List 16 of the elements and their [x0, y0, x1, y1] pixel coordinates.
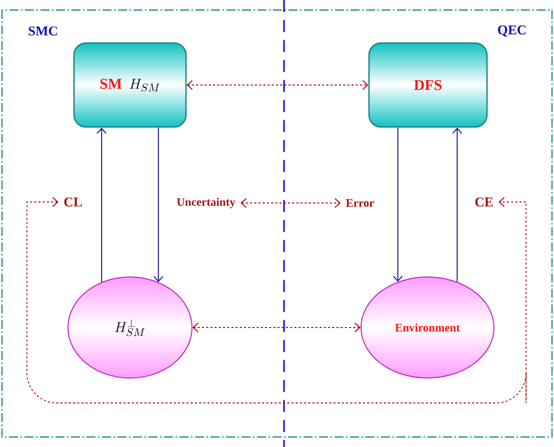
- dotted-double-arrow: [26, 197, 527, 404]
- rounded-box: DFS: [368, 42, 488, 128]
- region-label: QEC: [498, 25, 526, 37]
- text-label: Uncertainty: [176, 198, 236, 208]
- text-label: Error: [346, 199, 374, 207]
- region-label: SMC: [28, 26, 57, 36]
- rounded-box: SM $H_{SM}$: [73, 42, 187, 128]
- dotted-double-arrow: [186, 80, 368, 90]
- arrow: [452, 128, 462, 282]
- arrow: [392, 127, 403, 282]
- dotted-double-arrow: [240, 198, 341, 208]
- text-label: CL: [64, 197, 82, 207]
- arrow: [96, 128, 107, 283]
- dotted-double-arrow: [192, 322, 360, 332]
- arrow: [153, 127, 164, 282]
- text-label: CE: [475, 197, 493, 207]
